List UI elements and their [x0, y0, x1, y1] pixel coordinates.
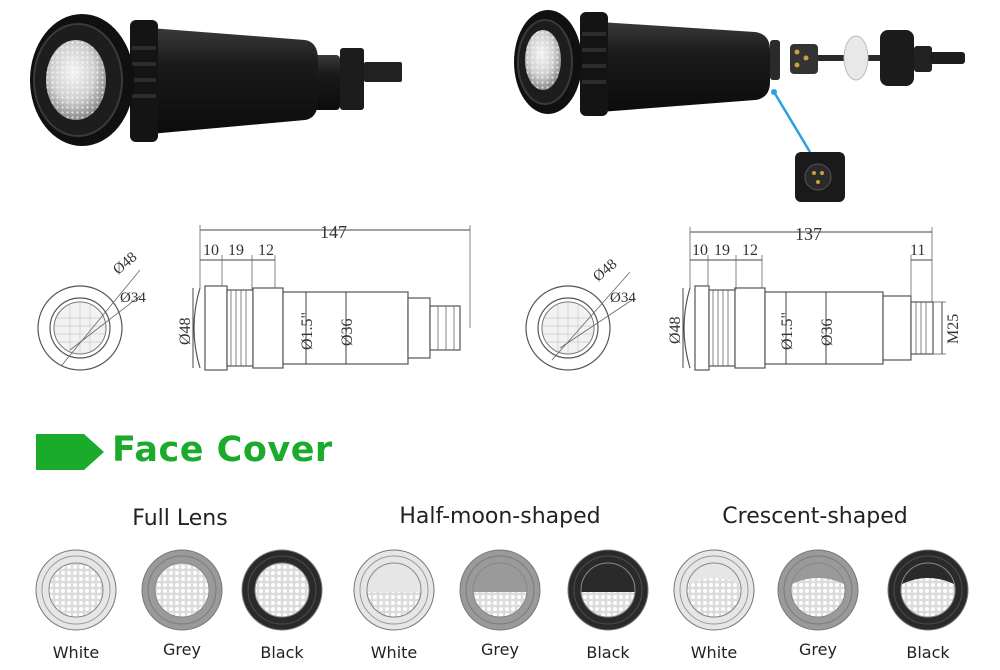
swatch-label-half-white: White [370, 643, 418, 662]
section-header: Face Cover [36, 430, 336, 480]
face-cover-half-black [567, 549, 649, 631]
side-dia-a: Ø48 [177, 317, 194, 345]
swatch-label-crescent-grey: Grey [799, 640, 837, 659]
exploded-light-photo [514, 10, 965, 202]
swatch-label-crescent-white: White [690, 643, 738, 662]
seg-end-b: 11 [910, 242, 925, 259]
seg2-b: 19 [714, 242, 730, 259]
section-title: Face Cover [112, 430, 333, 470]
face-cover-crescent-grey [777, 549, 859, 631]
swatch-label-full-white: White [52, 643, 100, 662]
face-inner-dia-b: Ø34 [610, 290, 636, 306]
side-dia-b: Ø48 [667, 316, 684, 344]
face-cover-crescent-white [673, 549, 755, 631]
drawing-a: Ø48 Ø34 147 10 19 12 Ø48 Ø1.5" Ø36 [37, 222, 471, 371]
seg2-a: 19 [228, 242, 244, 259]
thread-dia-b: Ø1.5" [779, 312, 796, 350]
side-view-a: 147 10 19 12 Ø48 Ø1.5" Ø36 [177, 222, 471, 371]
body-dia-a: Ø36 [339, 318, 356, 346]
face-inner-dia-a: Ø34 [120, 290, 146, 306]
group-title-half-moon: Half-moon-shaped [399, 504, 601, 529]
seg1-a: 10 [203, 242, 219, 259]
face-outer-dia-b: Ø48 [590, 256, 620, 285]
face-outer-dia-a: Ø48 [110, 249, 140, 278]
face-cover-half-grey [459, 549, 541, 631]
front-view-a: Ø48 Ø34 [37, 249, 146, 371]
end-thread-b: M25 [945, 314, 962, 344]
swatch-label-full-black: Black [260, 643, 304, 662]
face-cover-options: Full Lens Half-moon-shaped Crescent-shap… [0, 500, 1000, 670]
front-view-b: Ø48 Ø34 [525, 256, 636, 371]
face-cover-crescent-black [887, 549, 969, 631]
assembled-light-photo [30, 14, 402, 146]
thread-dia-a: Ø1.5" [299, 312, 316, 350]
face-cover-full-white [35, 549, 117, 631]
seg3-b: 12 [742, 242, 758, 259]
product-photos [30, 10, 965, 202]
body-dia-b: Ø36 [819, 318, 836, 346]
swatch-row [35, 549, 969, 631]
arrow-icon [36, 434, 104, 470]
seg1-b: 10 [692, 242, 708, 259]
drawing-b: Ø48 Ø34 137 10 19 12 11 Ø48 Ø1.5" Ø36 [525, 224, 962, 371]
overall-length-b: 137 [795, 224, 822, 244]
seg3-a: 12 [258, 242, 274, 259]
face-cover-half-white [353, 549, 435, 631]
swatch-label-crescent-black: Black [906, 643, 950, 662]
face-cover-full-grey [141, 549, 223, 631]
swatch-label-half-grey: Grey [481, 640, 519, 659]
group-title-crescent: Crescent-shaped [722, 504, 908, 529]
swatch-label-half-black: Black [586, 643, 630, 662]
swatch-label-full-grey: Grey [163, 640, 201, 659]
group-title-full-lens: Full Lens [132, 506, 228, 531]
face-cover-full-black [241, 549, 323, 631]
side-view-b: 137 10 19 12 11 Ø48 Ø1.5" Ø36 M25 [667, 224, 962, 371]
overall-length-a: 147 [320, 222, 347, 242]
